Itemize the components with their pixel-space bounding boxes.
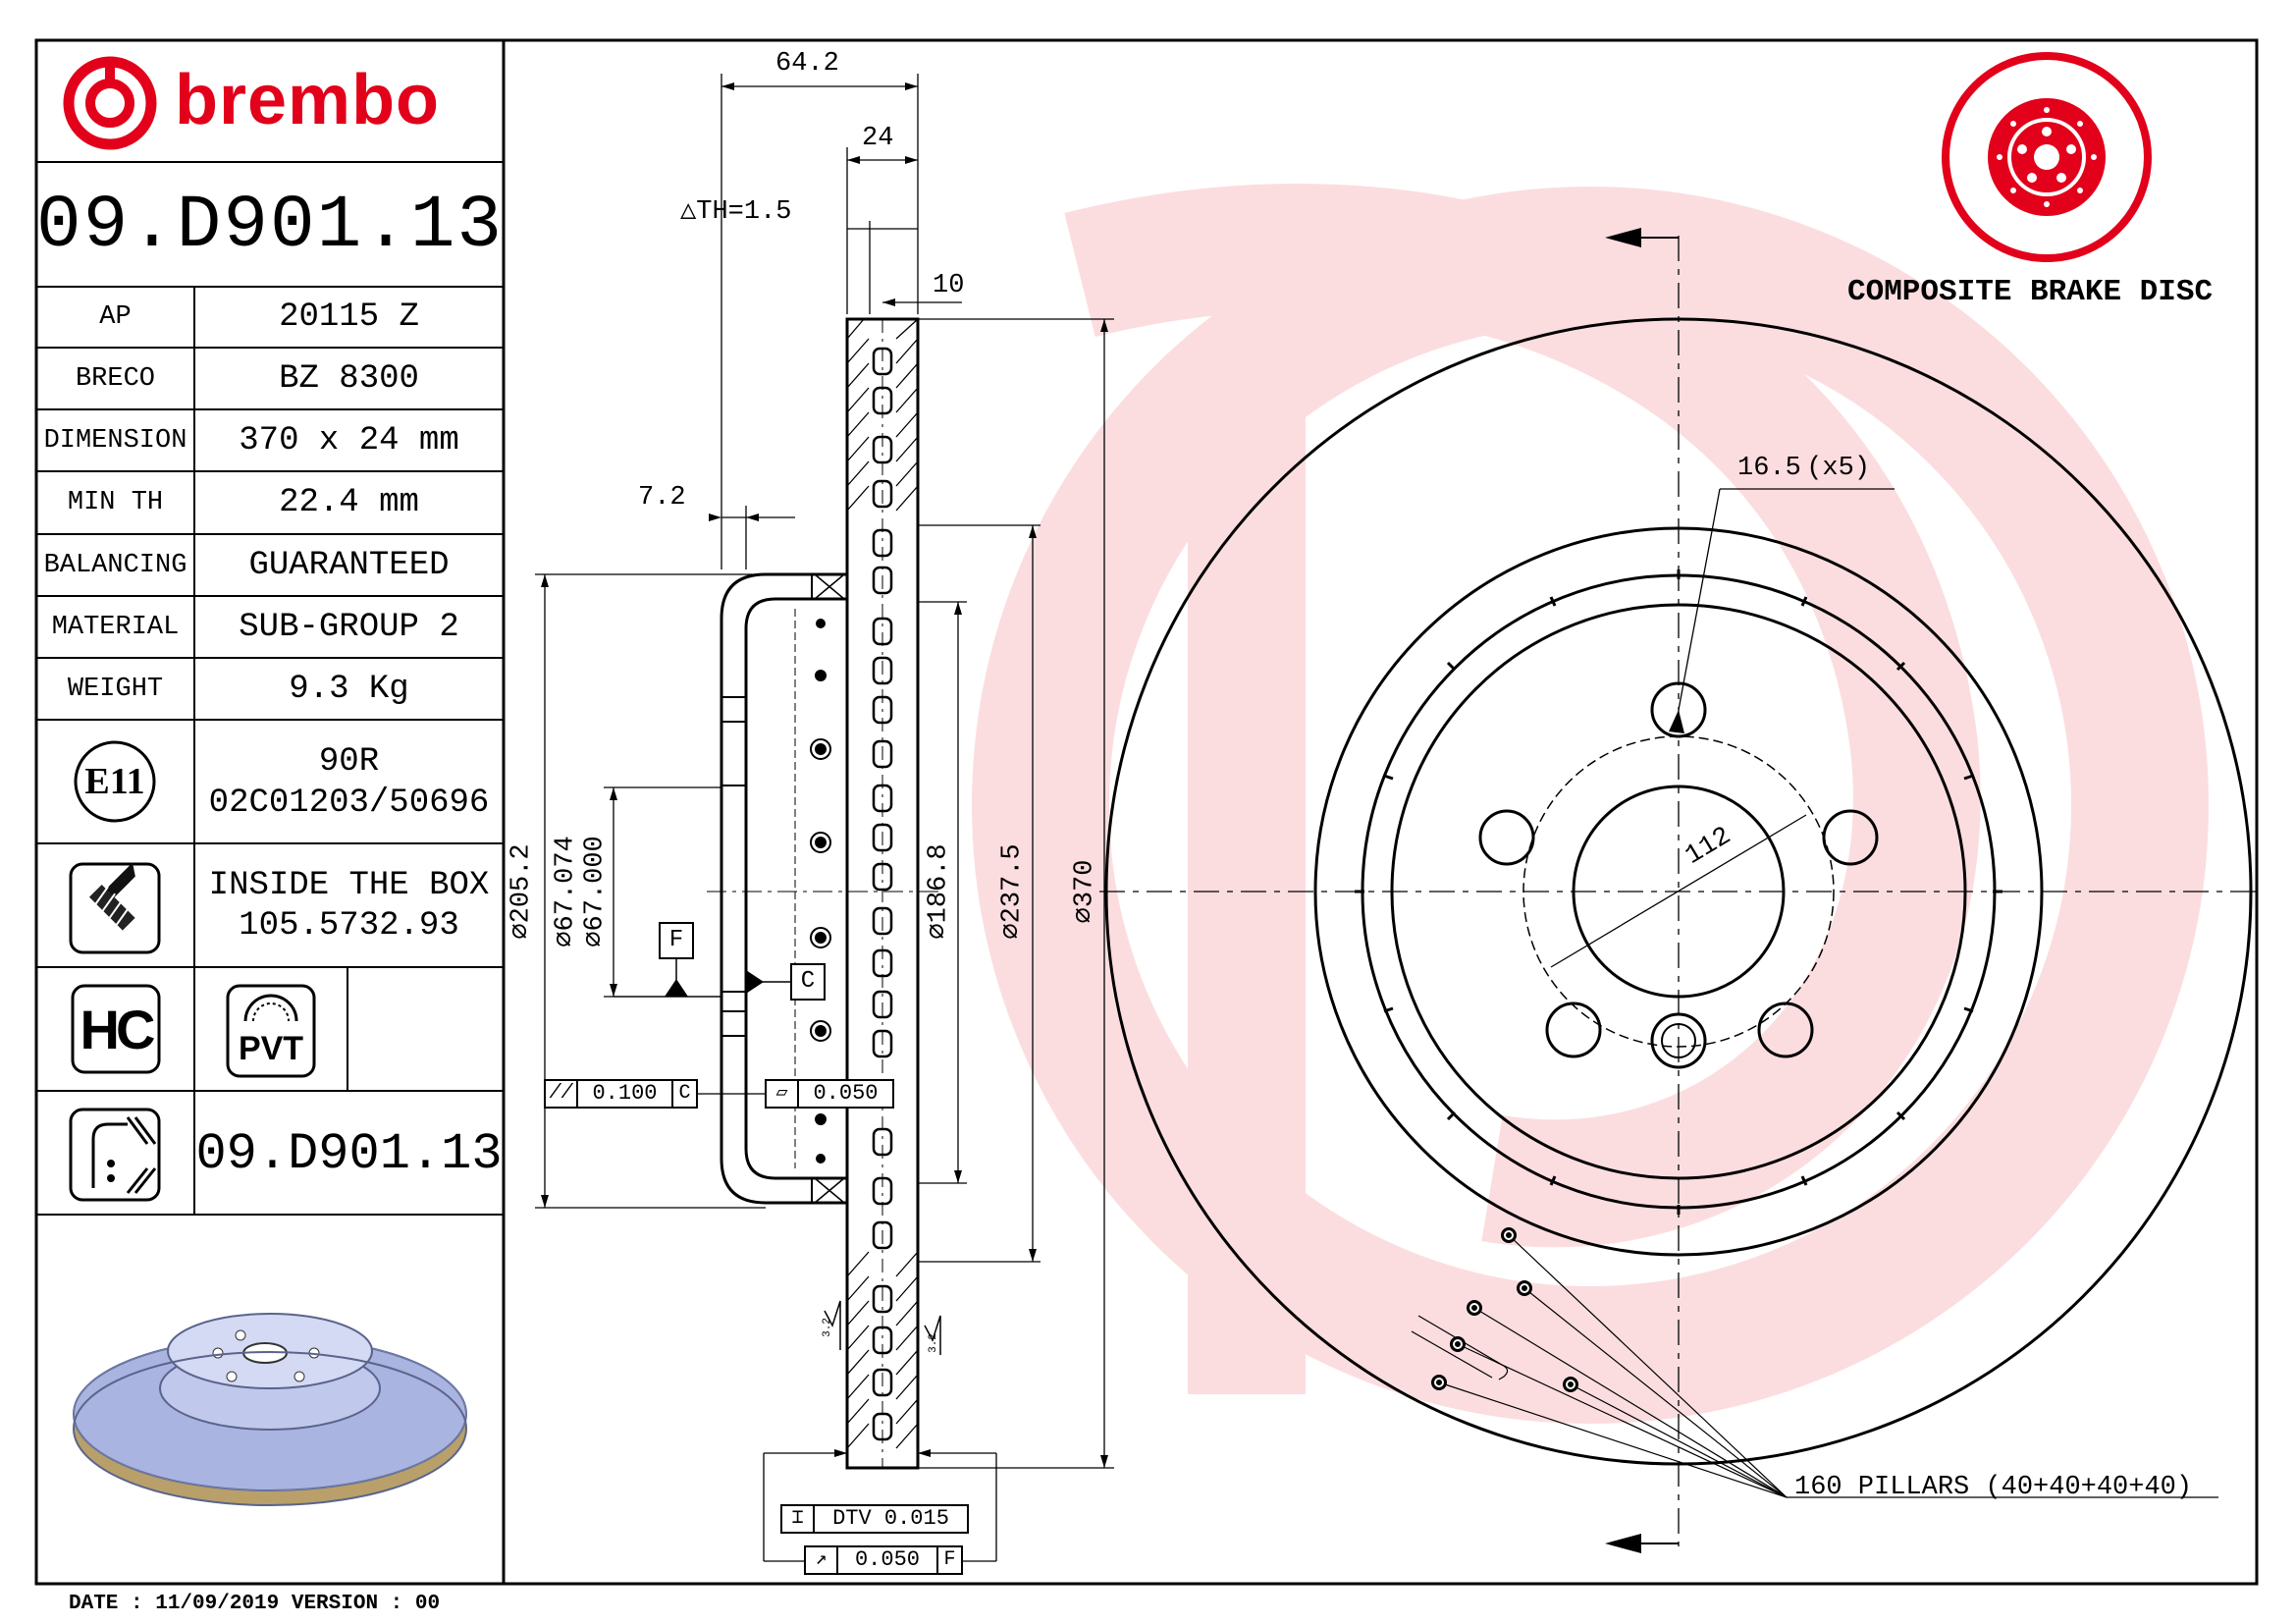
drawing-frame (34, 38, 2259, 1586)
dim-diameter-186: ⌀186.8 (924, 843, 954, 940)
part-number-title: 09.D901.13 (35, 183, 505, 268)
dim-diameter-370: ⌀370 (1070, 859, 1100, 924)
brand-name: brembo (175, 61, 441, 139)
pvt-badge-label: PVT (238, 1029, 304, 1067)
dim-diameter-67-min: ⌀67.000 (580, 836, 611, 947)
inside-box-line-2: 105.5732.93 (239, 907, 459, 945)
datum-f-label: F (668, 927, 684, 953)
info-panel-grid (36, 161, 504, 1216)
spec-label-min-th: MIN TH (67, 488, 164, 517)
dim-thickness: 24 (862, 124, 894, 153)
spec-value-min-th: 22.4 mm (279, 484, 419, 521)
brembo-watermark-logo (972, 184, 2209, 1424)
spec-label-weight: WEIGHT (67, 674, 164, 704)
front-view-marker-rings (1434, 1230, 1575, 1389)
disc-front-view (1099, 236, 2258, 1546)
hc-badge: HC (80, 998, 156, 1060)
composite-disc-logo (1942, 52, 2152, 262)
dim-diameter-67-max: ⌀67.074 (551, 836, 581, 947)
datum-markers (614, 922, 826, 1001)
roughness-symbols (824, 1300, 941, 1355)
flatness-symbol: ▱ (775, 1082, 788, 1105)
flatness-value: 0.050 (813, 1081, 879, 1106)
runout-value: 0.050 (854, 1547, 920, 1572)
date-version-line: DATE : 11/09/2019 VERSION : 00 (69, 1593, 441, 1615)
parallelism-datum: C (678, 1082, 691, 1105)
tolerance-frames (544, 1079, 969, 1575)
footer-part-number: 09.D901.13 (195, 1124, 503, 1183)
spec-label-balancing: BALANCING (43, 550, 187, 580)
spec-value-breco: BZ 8300 (279, 359, 419, 398)
dim-bolt-holes: 16.5 (x5) (1737, 454, 1871, 483)
approval-line-1: 90R (318, 743, 380, 781)
parallelism-value: 0.100 (592, 1081, 658, 1106)
spec-value-ap: 20115 Z (279, 298, 419, 336)
front-view-markers (1431, 228, 1684, 1553)
spec-value-material: SUB-GROUP 2 (239, 608, 459, 646)
approval-line-2: 02C01203/50696 (208, 785, 490, 822)
disc-section-icon (69, 1108, 161, 1202)
runout-symbol: ↗ (815, 1548, 828, 1571)
inside-box-line-1: INSIDE THE BOX (208, 867, 490, 904)
dim-diameter-237: ⌀237.5 (997, 843, 1028, 940)
spec-label-ap: AP (99, 302, 132, 332)
dtv-value: DTV 0.015 (832, 1506, 949, 1531)
datum-c-label: C (800, 968, 816, 995)
section-dimension-lines (535, 74, 1114, 1562)
disc-section-view (707, 317, 942, 1470)
runout-datum: F (943, 1548, 956, 1571)
pvt-badge-icon (226, 984, 316, 1078)
dtv-symbol: ⌶ (791, 1507, 804, 1530)
dimension-arrowheads (541, 82, 1108, 1468)
spec-label-dimension: DIMENSION (43, 425, 187, 456)
parallelism-symbol: // (549, 1082, 573, 1105)
brake-disc-render (73, 1313, 467, 1506)
roughness-value-1: 3.2 (822, 1318, 833, 1337)
brembo-logo-mark (63, 56, 157, 150)
pillars-label: 160 PILLARS (40+40+40+40) (1794, 1473, 2193, 1502)
spec-label-material: MATERIAL (51, 612, 180, 642)
e11-approval-mark (74, 740, 156, 823)
spec-value-weight: 9.3 Kg (289, 670, 409, 708)
dim-ring-offset: 10 (933, 271, 965, 300)
roughness-value-2: 3.2 (928, 1333, 939, 1353)
spec-value-dimension: 370 x 24 mm (239, 421, 459, 460)
hc-badge-frame (71, 984, 161, 1074)
dim-overall-width: 64.2 (775, 49, 839, 79)
spec-value-balancing: GUARANTEED (248, 546, 450, 584)
dim-th-tolerance: △TH=1.5 (680, 197, 792, 227)
composite-brake-disc-title: COMPOSITE BRAKE DISC (1847, 275, 2214, 309)
spec-label-breco: BRECO (75, 363, 155, 394)
approval-mark-label: E11 (84, 761, 145, 802)
screw-icon (69, 862, 161, 954)
dim-diameter-205: ⌀205.2 (507, 843, 537, 940)
dim-hat-offset: 7.2 (638, 483, 686, 513)
